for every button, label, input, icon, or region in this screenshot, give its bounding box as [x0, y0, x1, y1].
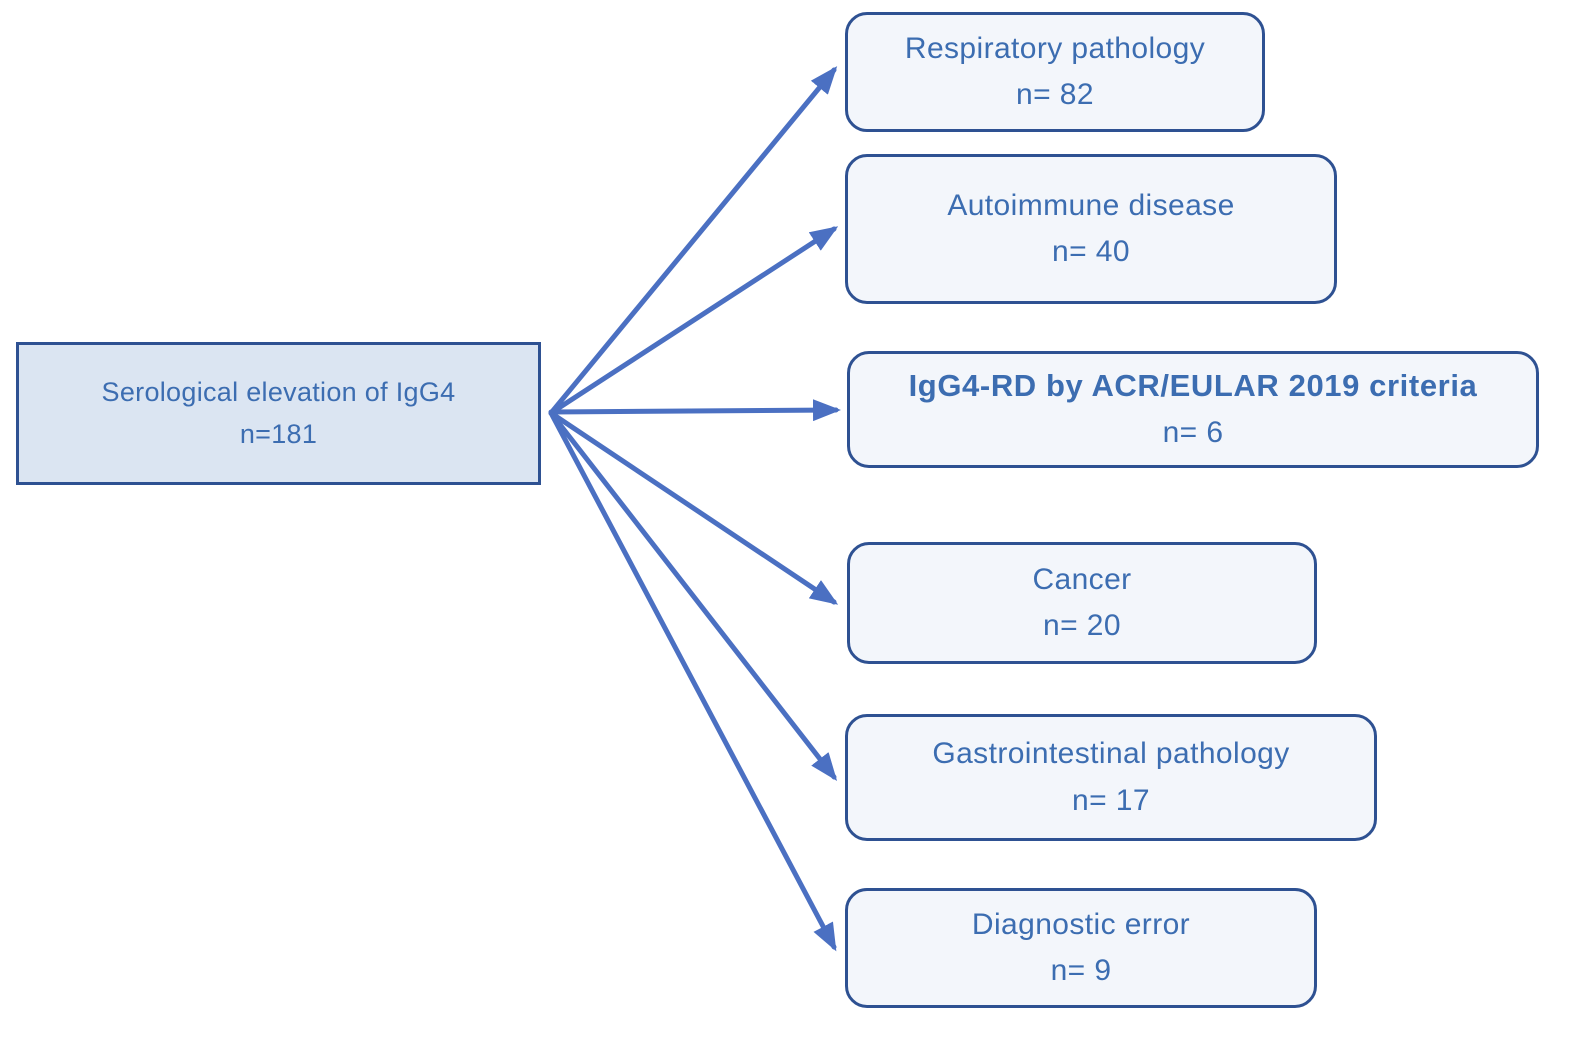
arrow-to-gastrointestinal-pathology — [548, 410, 838, 781]
arrow-to-respiratory-pathology — [548, 66, 838, 416]
node-label: Cancer — [1032, 562, 1132, 596]
node-count: n=181 — [239, 418, 318, 449]
node-autoimmune-disease: Autoimmune disease n= 40 — [845, 154, 1337, 304]
node-count: n= 82 — [1016, 78, 1094, 111]
node-igg4-rd-criteria: IgG4-RD by ACR/EULAR 2019 criteria n= 6 — [847, 351, 1539, 468]
node-diagnostic-error: Diagnostic error n= 9 — [845, 888, 1317, 1008]
node-label: Autoimmune disease — [947, 188, 1235, 222]
node-respiratory-pathology: Respiratory pathology n= 82 — [845, 12, 1265, 132]
node-label: IgG4-RD by ACR/EULAR 2019 criteria — [908, 368, 1478, 404]
node-label: Respiratory pathology — [904, 31, 1206, 65]
node-count: n= 20 — [1043, 609, 1121, 642]
node-count: n= 6 — [1162, 416, 1224, 450]
arrow-to-diagnostic-error — [548, 410, 837, 952]
node-count: n= 40 — [1052, 235, 1130, 268]
node-serological-elevation: Serological elevation of IgG4 n=181 — [16, 342, 541, 485]
arrow-to-cancer — [548, 410, 839, 605]
node-label: Gastrointestinal pathology — [932, 737, 1290, 770]
node-cancer: Cancer n= 20 — [847, 542, 1317, 664]
node-label: Diagnostic error — [971, 907, 1191, 941]
node-gastrointestinal-pathology: Gastrointestinal pathology n= 17 — [845, 714, 1377, 841]
arrow-to-igg4-rd-criteria — [548, 399, 841, 422]
arrow-to-autoimmune-disease — [548, 226, 839, 416]
node-label: Serological elevation of IgG4 — [101, 376, 456, 407]
node-count: n= 17 — [1072, 783, 1150, 817]
node-count: n= 9 — [1050, 954, 1112, 987]
